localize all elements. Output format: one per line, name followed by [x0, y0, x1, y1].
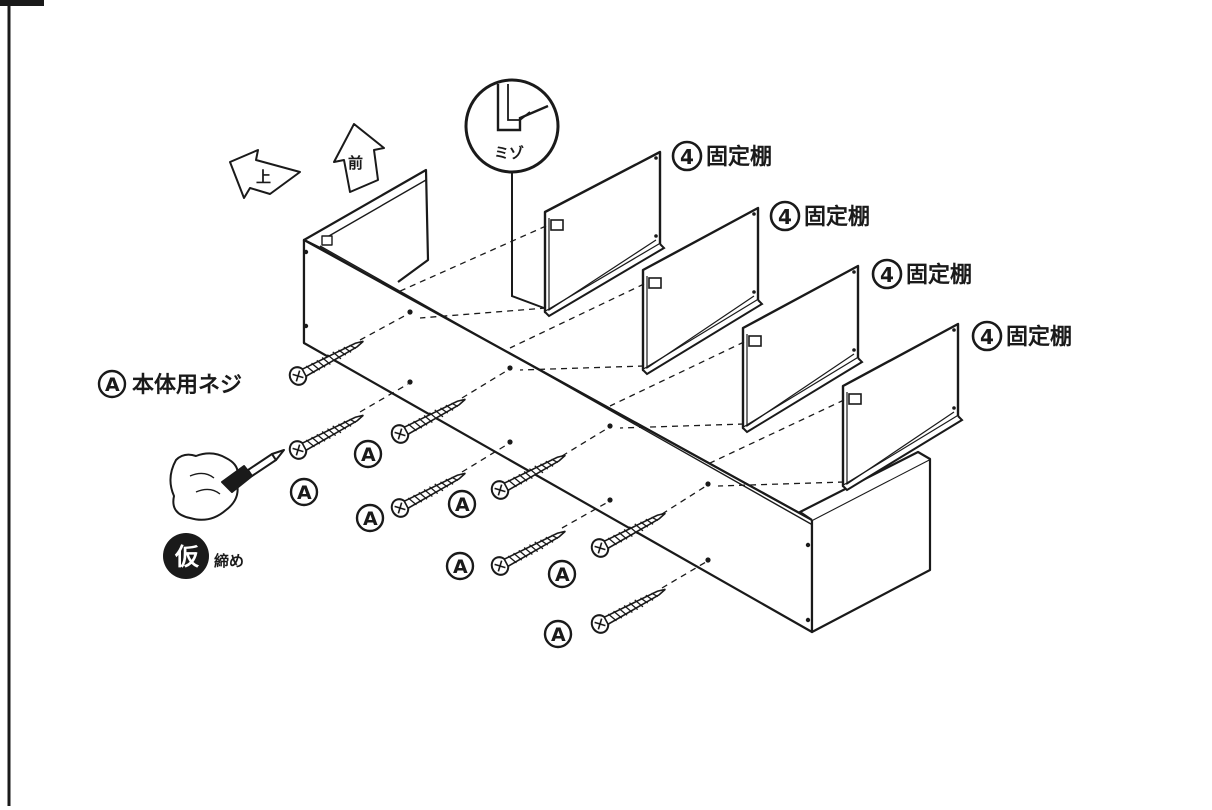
screw-label: A — [355, 503, 385, 533]
shelf-label: 4 固定棚 — [971, 320, 1072, 352]
fixed-shelf — [741, 264, 864, 434]
wood-screw — [587, 580, 671, 637]
shelf-number: 4 — [680, 145, 694, 169]
screw-label-letter: A — [453, 556, 468, 578]
screw-label: A — [543, 619, 573, 649]
screw-label-letter: A — [363, 508, 378, 530]
front-direction-arrow — [333, 123, 385, 193]
screw-label: A — [353, 439, 383, 469]
fixed-shelves: 4 固定棚 4 固定棚 4 固定棚 4 固定棚 — [543, 140, 1072, 492]
shelf-number: 4 — [980, 325, 994, 349]
screw-name-label: 本体用ネジ — [132, 373, 242, 398]
up-direction-arrow — [229, 149, 301, 199]
screw-label-letter: A — [551, 624, 566, 646]
temp-badge — [163, 533, 209, 579]
screw-label: A — [447, 489, 477, 519]
alignment-lines — [359, 225, 845, 589]
screw-label-letter: A — [297, 482, 312, 504]
shelf-label: 4 固定棚 — [671, 140, 772, 172]
fixed-shelf — [841, 322, 964, 492]
temp-badge-text: 仮 — [174, 543, 200, 571]
shelf-bracket — [648, 277, 662, 289]
shelf-name: 固定棚 — [706, 144, 772, 170]
fixed-shelf — [641, 206, 764, 376]
left-bracket — [321, 235, 333, 246]
screw-label-letter: A — [555, 564, 570, 586]
left-side-panel-top — [303, 168, 430, 283]
screwdriver-shaft — [247, 453, 277, 477]
screwdriver-hand — [169, 449, 285, 521]
screw-holes — [303, 249, 811, 623]
screw-labels: A A A A A A A — [289, 439, 577, 649]
direction-arrows: 上 前 — [229, 123, 385, 199]
shelf-bracket — [748, 335, 762, 347]
screw-name-callout: A 本体用ネジ — [97, 369, 242, 399]
cabinet-body — [302, 168, 932, 634]
screw-label: A — [445, 551, 475, 581]
fixed-shelf — [543, 150, 666, 318]
hand-icon — [169, 452, 239, 521]
callout-leader — [511, 172, 545, 309]
step-tab — [0, 0, 44, 6]
temp-suffix: 締め — [214, 552, 244, 570]
shelf-number: 4 — [778, 205, 792, 229]
shelf-label: 4 固定棚 — [769, 200, 870, 232]
front-direction-label: 前 — [348, 154, 363, 172]
shelf-label: 4 固定棚 — [871, 258, 972, 290]
shelf-number: 4 — [880, 263, 894, 287]
temporary-tightening: 仮 締め — [163, 533, 244, 579]
shelf-name: 固定棚 — [804, 204, 870, 230]
shelf-bracket — [848, 393, 862, 405]
groove-label: ミゾ — [494, 144, 524, 162]
shelf-name: 固定棚 — [906, 262, 972, 288]
shelf-name: 固定棚 — [1006, 324, 1072, 350]
groove-callout: ミゾ — [464, 78, 560, 309]
shelf-bracket — [550, 219, 564, 231]
screw-label: A — [547, 559, 577, 589]
screw-label: A — [289, 477, 319, 507]
screw-label-letter: A — [455, 494, 470, 516]
up-direction-label: 上 — [256, 168, 271, 186]
screw-label-letter: A — [361, 444, 376, 466]
right-end-panel — [810, 457, 932, 634]
screw-name-letter: A — [105, 374, 120, 396]
